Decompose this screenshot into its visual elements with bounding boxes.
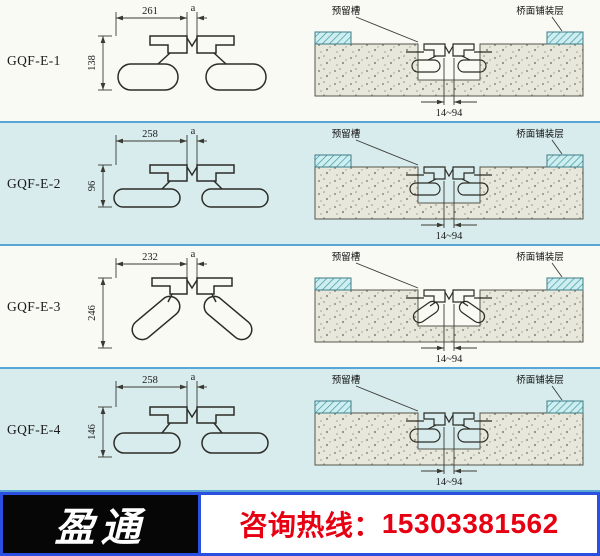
brand-text: 盈通 (54, 505, 147, 550)
table-row: GQF-E-3 232 a 246 (0, 246, 600, 369)
dim-range: 14~94 (436, 354, 463, 365)
model-label: GQF-E-2 (7, 175, 61, 191)
dim-width: 232 (142, 252, 158, 263)
install-cell: 预留槽 桥面铺装层 14~94 (298, 248, 600, 366)
dim-range: 14~94 (436, 477, 463, 488)
table-row: GQF-E-2 258 a 96 (0, 123, 600, 246)
dim-width: 258 (142, 375, 158, 386)
section-diagram: 261 a 138 (87, 3, 267, 91)
install-cell: 预留槽 桥面铺装层 14~94 (298, 2, 600, 120)
install-cell: 预留槽 桥面铺装层 14~94 (298, 371, 600, 489)
hotline-label: 咨询热线： (239, 510, 382, 541)
install-diagram: 预留槽 桥面铺装层 14~94 (314, 251, 584, 365)
dim-gap: a (191, 3, 196, 14)
groove-label: 预留槽 (332, 251, 361, 263)
section-cell: 232 a 246 (86, 248, 298, 366)
dim-gap: a (191, 249, 196, 260)
dim-range: 14~94 (436, 231, 463, 242)
dim-height: 246 (87, 305, 98, 321)
hotline-number: 15303381562 (381, 508, 559, 539)
table-row: GQF-E-4 258 a 146 (0, 369, 600, 492)
section-cell: 261 a 138 (86, 2, 298, 120)
brand-logo: 盈通 (3, 495, 201, 553)
footer-banner: 盈通 咨询热线：15303381562 (0, 492, 600, 556)
table-row: GQF-E-1 261 a 138 (0, 0, 600, 123)
model-label: GQF-E-3 (7, 298, 61, 314)
dim-range: 14~94 (436, 108, 463, 119)
groove-label: 预留槽 (332, 374, 361, 386)
dim-gap: a (191, 126, 196, 137)
section-diagram: 258 a 96 (87, 126, 269, 208)
groove-label: 预留槽 (332, 128, 361, 140)
section-diagram: 258 a 146 (87, 372, 269, 457)
pavement-label: 桥面铺装层 (516, 374, 564, 386)
model-label: GQF-E-1 (7, 52, 61, 68)
dim-width: 258 (142, 129, 158, 140)
model-label: GQF-E-4 (7, 421, 61, 437)
dim-height: 96 (87, 180, 98, 191)
hotline: 咨询热线：15303381562 (201, 495, 597, 553)
install-diagram: 预留槽 桥面铺装层 14~94 (314, 128, 584, 242)
section-cell: 258 a 96 (86, 125, 298, 243)
pavement-label: 桥面铺装层 (516, 128, 564, 140)
dim-height: 146 (87, 424, 98, 440)
section-diagram: 232 a 246 (87, 249, 253, 348)
pavement-label: 桥面铺装层 (516, 5, 564, 17)
pavement-label: 桥面铺装层 (516, 251, 564, 263)
install-diagram: 预留槽 桥面铺装层 14~94 (314, 5, 584, 119)
dim-width: 261 (142, 6, 158, 17)
dim-gap: a (191, 372, 196, 383)
groove-label: 预留槽 (332, 5, 361, 17)
install-diagram: 预留槽 桥面铺装层 14~94 (314, 374, 584, 488)
install-cell: 预留槽 桥面铺装层 14~94 (298, 125, 600, 243)
dim-height: 138 (87, 55, 98, 71)
section-cell: 258 a 146 (86, 371, 298, 489)
